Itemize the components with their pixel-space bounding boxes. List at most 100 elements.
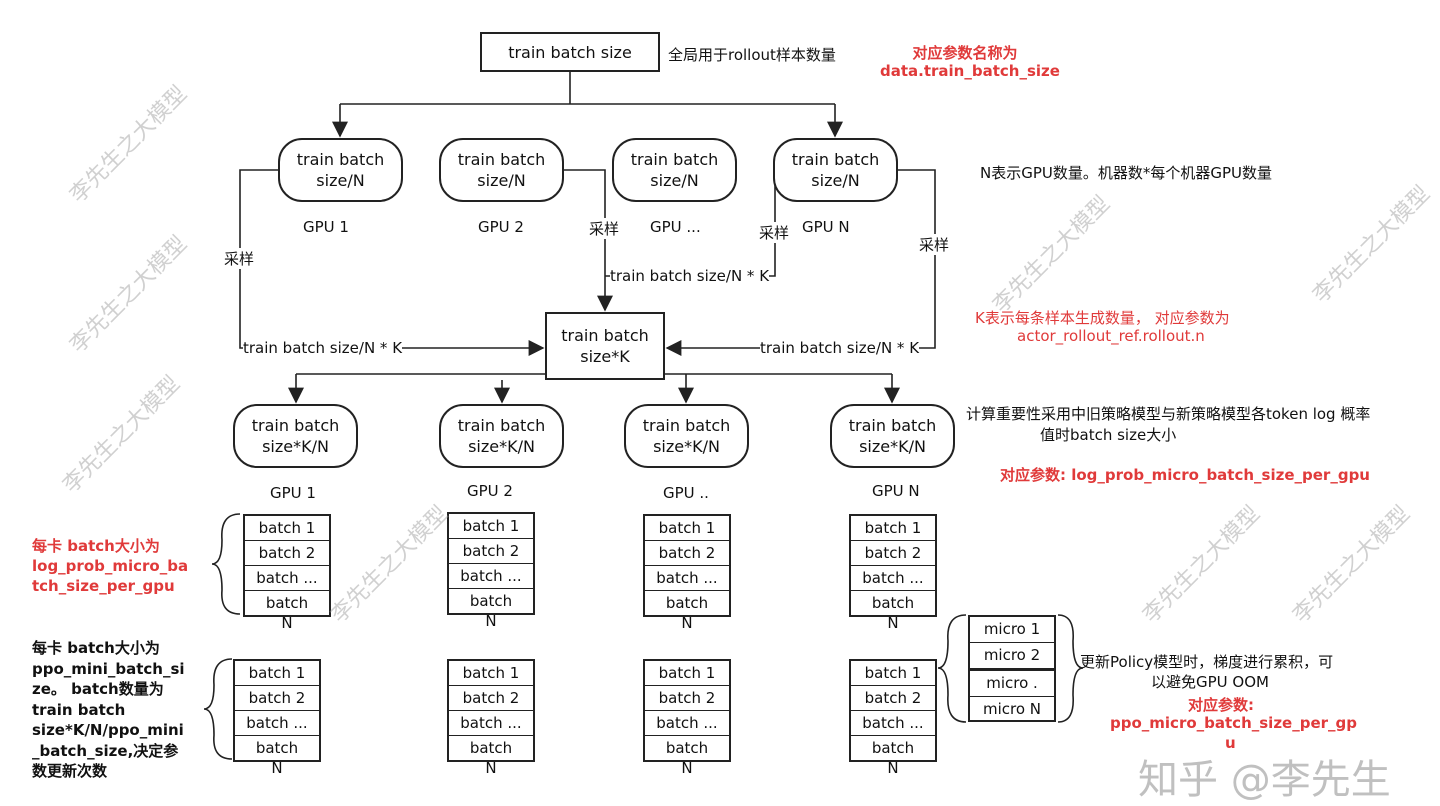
train-batch-size-k-box: train batch size*K	[545, 312, 665, 380]
k-param: actor_rollout_ref.rollout.n	[1017, 327, 1205, 345]
micro-stack: micro 1 micro 2 micro . micro N	[968, 615, 1056, 722]
batch-item: batch 2	[851, 541, 935, 566]
batch-item: batch 1	[245, 516, 329, 541]
batch-item: batch 1	[235, 661, 319, 686]
batch-item: batch	[665, 739, 709, 757]
gpu-label: GPU ...	[650, 218, 701, 236]
batch-item: batch 1	[449, 661, 533, 686]
batch-item: batch 1	[851, 661, 935, 686]
batch-item: batch 2	[449, 539, 533, 564]
batch-n-label: N	[681, 759, 693, 777]
logprob-note: 值时batch size大小	[1040, 426, 1177, 444]
gpu1-batch-box: train batch size/N	[278, 138, 403, 202]
note-line: size*K/N/ppo_mini	[32, 721, 184, 739]
note-line: 每卡 batch大小为	[32, 537, 160, 555]
batch-item: batch 2	[449, 686, 533, 711]
batch-n-label: N	[887, 614, 899, 632]
batch-item: batch	[871, 594, 915, 612]
note-line: ppo_mini_batch_si	[32, 659, 185, 678]
batch-item: batch ...	[449, 711, 533, 736]
micro-item: micro 2	[970, 643, 1054, 671]
train-batch-size-box: train batch size	[480, 32, 660, 72]
batch-n-label: N	[485, 612, 497, 630]
micro-item: micro .	[970, 671, 1054, 697]
micro-item: micro N	[982, 700, 1042, 718]
global-note: 全局用于rollout样本数量	[668, 46, 836, 64]
micro-item: micro 1	[970, 617, 1054, 643]
batch-n-label: N	[887, 759, 899, 777]
batch-item: batch ...	[851, 566, 935, 591]
flow-label: train batch size/N * K	[243, 339, 403, 357]
batch-item: batch	[469, 592, 513, 610]
note-line: ze。 batch数量为	[32, 680, 164, 698]
logprob-param: 对应参数: log_prob_micro_batch_size_per_gpu	[1000, 466, 1370, 484]
batch-n-label: N	[485, 759, 497, 777]
note-line: 每卡 batch大小为	[32, 639, 160, 657]
batch-item: batch ...	[645, 711, 729, 736]
gpu-label: GPU 2	[478, 218, 524, 236]
batch-item: batch	[265, 594, 309, 612]
micro-note: 更新Policy模型时，梯度进行累积，可	[1080, 653, 1334, 671]
batch-item: batch ...	[645, 566, 729, 591]
gpu2-kn-box: train batch size*K/N	[439, 404, 564, 468]
note-line: _batch_size,决定参	[32, 741, 179, 760]
gpun-batch-box: train batch size/N	[773, 138, 898, 202]
batch-item: batch 2	[851, 686, 935, 711]
gpu-etc-batch-box: train batch size/N	[612, 138, 737, 202]
sampling-label: 采样	[919, 234, 950, 255]
gpu-label: GPU 2	[467, 482, 513, 500]
batch-n-label: N	[271, 759, 283, 777]
gpu2-batch-box: train batch size/N	[439, 138, 564, 202]
micro-param: u	[1225, 734, 1236, 752]
batch-item: batch	[255, 739, 299, 757]
batch-item: batch 2	[245, 541, 329, 566]
batch-item: batch 1	[851, 516, 935, 541]
note-line: 数更新次数	[32, 762, 108, 780]
log-prob-note: 每卡 batch大小为 log_prob_micro_ba tch_size_per…	[32, 536, 188, 596]
note-line: train batch	[32, 700, 126, 719]
gpu1-kn-box: train batch size*K/N	[233, 404, 358, 468]
note-line: log_prob_micro_ba	[32, 557, 189, 575]
param-title: 对应参数名称为	[912, 44, 1018, 62]
k-note: K表示每条样本生成数量， 对应参数为	[975, 309, 1230, 327]
logprob-note: 计算重要性采用中旧策略模型与新策略模型各token log 概率	[966, 405, 1371, 423]
gpu-label: GPU N	[802, 218, 850, 236]
gpu-label: GPU ..	[663, 484, 709, 502]
ppo-mini-note: 每卡 batch大小为 ppo_mini_batch_si ze。 batch数量为…	[32, 638, 185, 782]
batch-n-label: N	[681, 614, 693, 632]
gpu-etc-kn-box: train batch size*K/N	[624, 404, 749, 468]
batch-item: batch 2	[235, 686, 319, 711]
micro-note: 以避免GPU OOM	[1151, 673, 1269, 691]
batch-item: batch	[665, 594, 709, 612]
micro-param: ppo_micro_batch_size_per_gp	[1110, 714, 1358, 732]
sampling-label: 采样	[589, 218, 620, 239]
batch-item: batch	[871, 739, 915, 757]
sampling-label: 采样	[759, 222, 790, 243]
batch-item: batch ...	[449, 564, 533, 589]
batch-item: batch 1	[645, 661, 729, 686]
batch-item: batch 1	[645, 516, 729, 541]
gpu-label: GPU 1	[303, 218, 349, 236]
gpu-label: GPU N	[872, 482, 920, 500]
note-line: tch_size_per_gpu	[32, 577, 175, 595]
brand-watermark: 知乎 @李先生	[1138, 757, 1391, 803]
batch-item: batch ...	[851, 711, 935, 736]
sampling-label: 采样	[224, 248, 255, 269]
batch-item: batch	[469, 739, 513, 757]
batch-item: batch 1	[449, 514, 533, 539]
batch-item: batch 2	[645, 541, 729, 566]
flow-label: train batch size/N * K	[610, 267, 770, 285]
batch-n-label: N	[281, 614, 293, 632]
n-note: N表示GPU数量。机器数*每个机器GPU数量	[980, 164, 1273, 182]
batch-item: batch ...	[235, 711, 319, 736]
param-name: data.train_batch_size	[880, 62, 1060, 80]
